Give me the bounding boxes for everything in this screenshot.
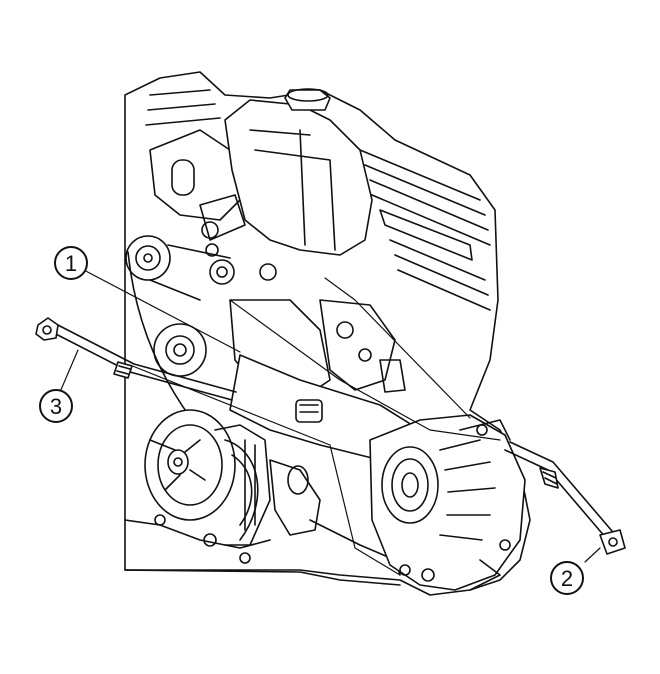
callout-3-label: 3 <box>50 394 62 419</box>
callout-1: 1 <box>54 246 88 280</box>
callout-3: 3 <box>39 389 73 423</box>
callout-1-label: 1 <box>65 251 77 276</box>
bolt-3 <box>35 317 237 401</box>
leader-3 <box>59 349 79 393</box>
callout-2: 2 <box>550 561 584 595</box>
callout-2-label: 2 <box>561 566 573 591</box>
leader-2 <box>584 547 601 563</box>
bolt-2 <box>504 441 626 555</box>
generator <box>369 414 526 591</box>
ac-compressor <box>144 409 271 546</box>
engine-assembly <box>124 71 531 596</box>
leader-lines <box>59 267 601 576</box>
leader-1 <box>79 267 241 353</box>
